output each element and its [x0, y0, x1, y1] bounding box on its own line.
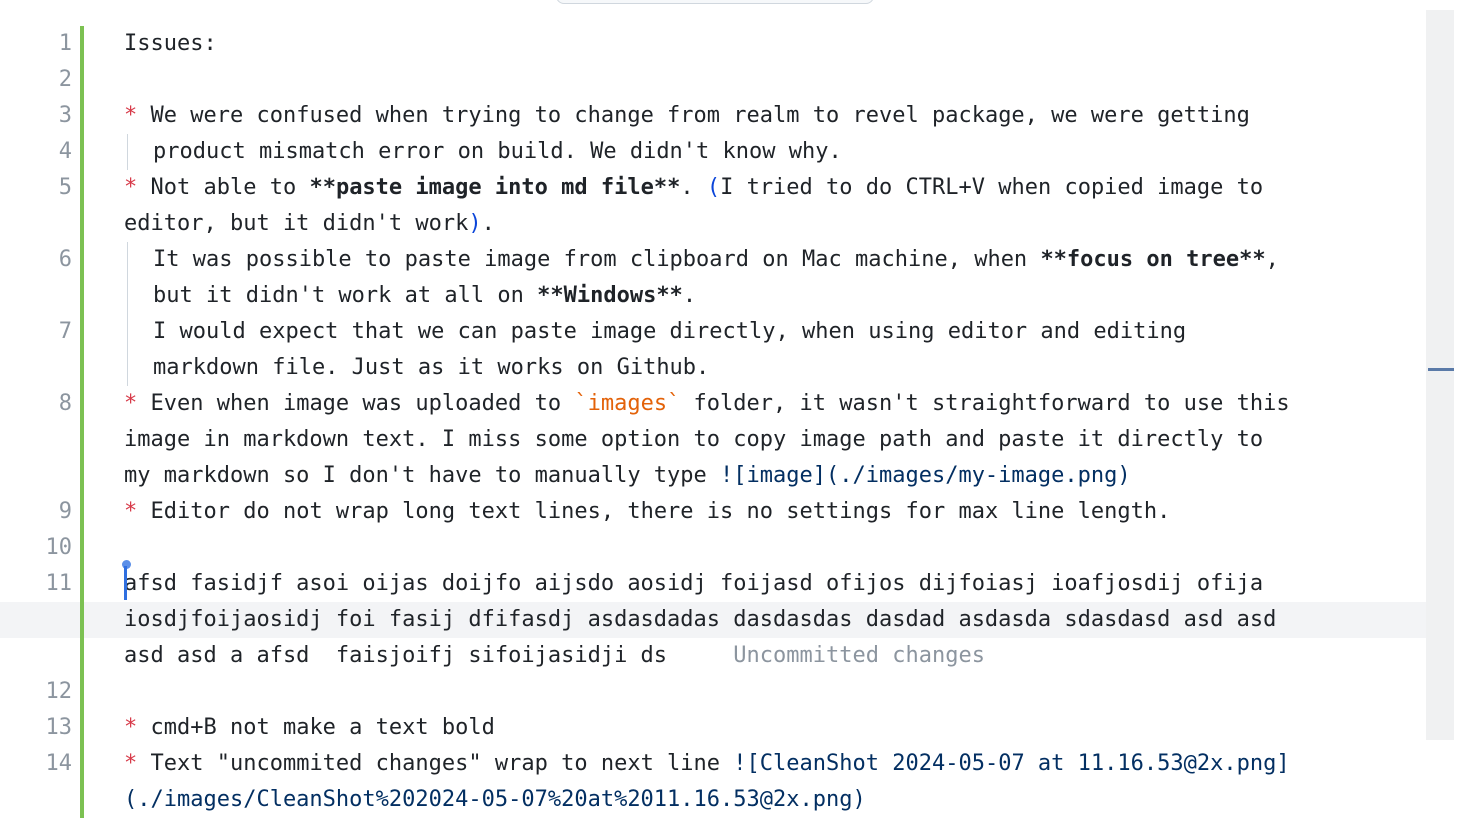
uncommitted-changes-hint: Uncommitted changes	[733, 643, 985, 668]
line-text: product mismatch error on build. We didn…	[153, 139, 842, 164]
heading-text: Issues:	[124, 31, 217, 56]
line-text: ,	[1265, 247, 1279, 272]
text-line[interactable]: * Not able to **paste image into md file…	[124, 170, 1419, 206]
line-number: 7	[58, 319, 72, 344]
line-number: 10	[45, 535, 73, 560]
current-line-highlight	[0, 602, 1454, 638]
list-bullet: *	[124, 499, 138, 524]
text-line[interactable]: * Editor do not wrap long text lines, th…	[124, 494, 1419, 530]
text-line-continuation[interactable]: editor, but it didn't work).	[124, 206, 1419, 242]
line-text: Editor do not wrap long text lines, ther…	[150, 499, 1171, 524]
text-line[interactable]: Issues:	[124, 26, 1419, 62]
line-number: 13	[45, 715, 73, 740]
text-line-continuation[interactable]: iosdjfoijaosidj foi fasij dfifasdj asdas…	[124, 602, 1419, 638]
line-number: 4	[58, 139, 72, 164]
line-number: 2	[58, 67, 72, 92]
text-line-continuation[interactable]: my markdown so I don't have to manually …	[124, 458, 1419, 494]
line-text: but it didn't work at all on	[153, 283, 538, 308]
inline-code: `images`	[574, 391, 681, 416]
text-line-continuation[interactable]: asd asd a afsd faisjoifj sifoijasidji ds…	[124, 638, 1419, 674]
line-number: 1	[58, 31, 72, 56]
line-text: I would expect that we can paste image d…	[153, 319, 1187, 344]
image-link-path[interactable]: (./images/CleanShot%202024-05-07%20at%20…	[124, 787, 866, 812]
line-text: folder, it wasn't straightforward to use…	[680, 391, 1290, 416]
line-text: Even when image was uploaded to	[150, 391, 575, 416]
line-number: 12	[45, 679, 73, 704]
line-text: afsd fasidjf asoi oijas doijfo aijsdo ao…	[124, 571, 1264, 596]
bold-text: **focus on tree**	[1040, 247, 1266, 272]
line-text: Not able to	[150, 175, 310, 200]
line-number: 14	[45, 751, 73, 776]
indent-guide	[127, 134, 128, 170]
cursor-handle[interactable]	[122, 560, 131, 569]
paren-close: )	[468, 211, 482, 236]
text-cursor	[124, 566, 127, 600]
line-text: editor, but it didn't work	[124, 211, 469, 236]
line-number: 3	[58, 103, 72, 128]
bold-text: **Windows**	[537, 283, 683, 308]
text-line-continuation[interactable]: markdown file. Just as it works on Githu…	[153, 350, 1448, 386]
line-text: It was possible to paste image from clip…	[153, 247, 1041, 272]
list-bullet: *	[124, 391, 138, 416]
line-text: .	[680, 175, 707, 200]
line-number: 5	[58, 175, 72, 200]
uncommitted-change-bar	[80, 26, 84, 818]
line-text: image in markdown text. I miss some opti…	[124, 427, 1264, 452]
line-text: .	[481, 211, 495, 236]
text-line[interactable]: It was possible to paste image from clip…	[153, 242, 1448, 278]
list-bullet: *	[124, 103, 138, 128]
text-line[interactable]: * We were confused when trying to change…	[124, 98, 1419, 134]
line-text: markdown file. Just as it works on Githu…	[153, 355, 710, 380]
line-text: iosdjfoijaosidj foi fasij dfifasdj asdas…	[124, 607, 1277, 632]
text-line[interactable]: I would expect that we can paste image d…	[153, 314, 1448, 350]
line-text: cmd+B not make a text bold	[150, 715, 495, 740]
line-text: Text "uncommited changes" wrap to next l…	[150, 751, 734, 776]
vertical-scrollbar[interactable]	[1426, 10, 1454, 740]
line-number: 8	[58, 391, 72, 416]
line-number: 6	[58, 247, 72, 272]
line-number: 9	[58, 499, 72, 524]
list-bullet: *	[124, 175, 138, 200]
bold-text: **paste image into md file**	[309, 175, 681, 200]
indent-guide	[127, 242, 128, 386]
list-bullet: *	[124, 715, 138, 740]
line-text: I tried to do CTRL+V when copied image t…	[720, 175, 1264, 200]
image-link[interactable]: ![image](./images/my-image.png)	[720, 463, 1131, 488]
line-text: We were confused when trying to change f…	[150, 103, 1250, 128]
scrollbar-position-marker[interactable]	[1428, 368, 1454, 371]
text-line[interactable]: * Even when image was uploaded to `image…	[124, 386, 1419, 422]
text-line-continuation[interactable]: but it didn't work at all on **Windows**…	[153, 278, 1448, 314]
line-text: asd asd a afsd faisjoifj sifoijasidji ds	[124, 643, 668, 668]
line-text: .	[682, 283, 697, 308]
list-bullet: *	[124, 751, 138, 776]
text-line-continuation[interactable]: (./images/CleanShot%202024-05-07%20at%20…	[124, 782, 1419, 818]
text-line-continuation[interactable]: image in markdown text. I miss some opti…	[124, 422, 1419, 458]
text-line[interactable]: * Text "uncommited changes" wrap to next…	[124, 746, 1419, 782]
text-line-continuation[interactable]: product mismatch error on build. We didn…	[153, 134, 1448, 170]
text-line[interactable]: afsd fasidjf asoi oijas doijfo aijsdo ao…	[124, 566, 1419, 602]
text-line[interactable]: * cmd+B not make a text bold	[124, 710, 1419, 746]
image-link[interactable]: ![CleanShot 2024-05-07 at 11.16.53@2x.pn…	[733, 751, 1290, 776]
paren-open: (	[706, 175, 721, 200]
line-text: my markdown so I don't have to manually …	[124, 463, 721, 488]
line-number: 11	[45, 571, 73, 596]
